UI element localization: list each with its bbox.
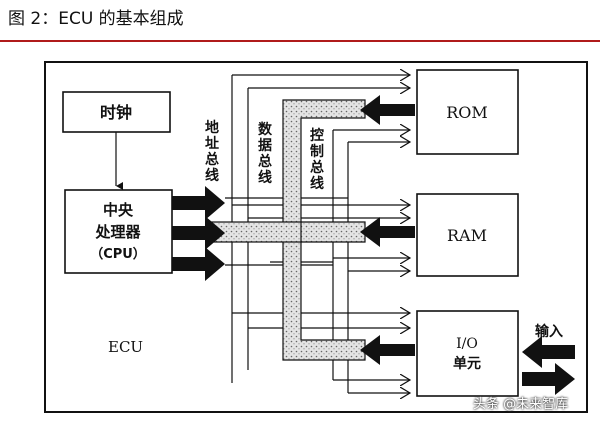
rom-label: ROM bbox=[446, 103, 488, 122]
address-bus-label: 地 址 总 线 bbox=[205, 119, 219, 184]
cpu-label-line3: （CPU） bbox=[90, 246, 146, 262]
clock-block bbox=[62, 91, 171, 133]
svg-text:控: 控 bbox=[310, 127, 324, 144]
ram-block bbox=[416, 193, 519, 277]
svg-text:制: 制 bbox=[310, 143, 324, 160]
clock-label: 时钟 bbox=[100, 103, 132, 122]
rom-block bbox=[416, 69, 519, 155]
svg-text:线: 线 bbox=[205, 167, 219, 184]
cpu-block bbox=[64, 189, 173, 274]
ecu-frame bbox=[44, 61, 588, 413]
data-arrows bbox=[360, 95, 415, 365]
caption-divider bbox=[0, 40, 600, 42]
io-input-label: 输入 bbox=[535, 323, 563, 340]
svg-text:据: 据 bbox=[258, 137, 272, 154]
io-output-arrow bbox=[522, 363, 575, 395]
data-bus-label: 数 据 总 线 bbox=[258, 121, 273, 186]
svg-text:线: 线 bbox=[258, 169, 272, 186]
io-label-line2: 单元 bbox=[453, 355, 481, 372]
cpu-output-arrows bbox=[172, 186, 225, 281]
address-bus-lines bbox=[231, 75, 410, 383]
io-label-line1: I/O bbox=[456, 336, 478, 352]
io-block bbox=[416, 310, 519, 397]
svg-text:总: 总 bbox=[310, 159, 324, 176]
ecu-label: ECU bbox=[108, 338, 143, 356]
svg-text:址: 址 bbox=[205, 135, 219, 152]
svg-text:总: 总 bbox=[258, 153, 272, 170]
cpu-label-line2: 处理器 bbox=[94, 223, 141, 241]
control-bus-label: 控 制 总 线 bbox=[310, 127, 324, 192]
svg-text:数: 数 bbox=[258, 121, 273, 138]
io-input-arrow bbox=[522, 336, 575, 368]
figure-caption: 图 2：ECU 的基本组成 bbox=[8, 9, 184, 29]
cpu-label-line1: 中央 bbox=[103, 201, 134, 219]
svg-text:地: 地 bbox=[205, 119, 219, 136]
ram-label: RAM bbox=[447, 226, 487, 245]
watermark: 头条 @未来智库 bbox=[473, 397, 569, 412]
svg-text:总: 总 bbox=[205, 151, 219, 168]
data-bus bbox=[209, 99, 366, 361]
svg-text:线: 线 bbox=[310, 175, 324, 192]
